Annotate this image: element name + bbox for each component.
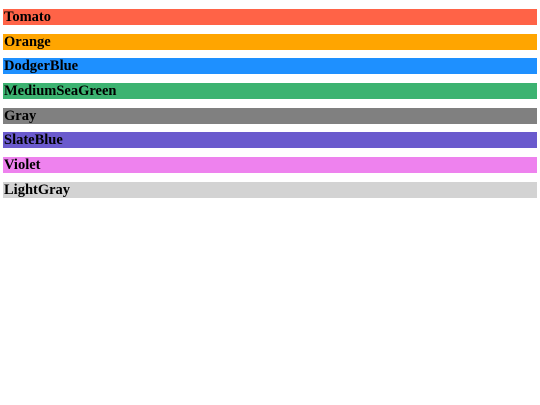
color-band-orange: Orange xyxy=(3,33,537,50)
color-band-list: Tomato Orange DodgerBlue MediumSeaGreen … xyxy=(3,9,537,207)
color-band-gray: Gray xyxy=(3,107,537,124)
color-band-mediumseagreen: MediumSeaGreen xyxy=(3,83,537,100)
color-band-tomato: Tomato xyxy=(3,9,537,25)
color-band-lightgray: LightGray xyxy=(3,181,537,198)
color-band-dodgerblue: DodgerBlue xyxy=(3,58,537,75)
color-band-slateblue: SlateBlue xyxy=(3,132,537,149)
color-band-violet: Violet xyxy=(3,157,537,174)
